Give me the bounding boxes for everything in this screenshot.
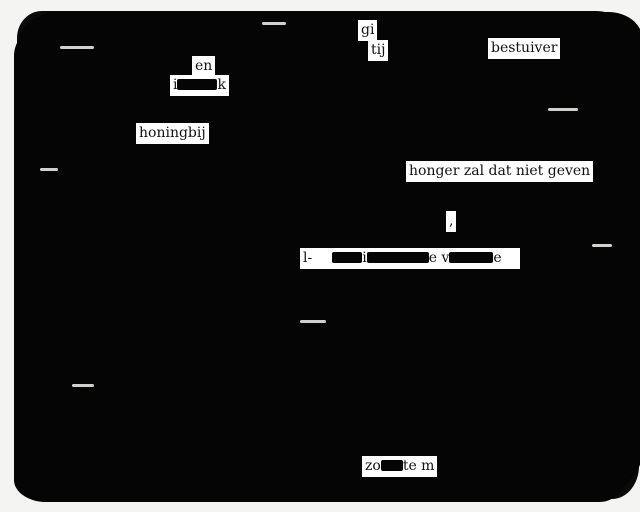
poem-punctuation: , <box>446 211 457 232</box>
redaction-mark <box>449 252 494 263</box>
poem-word: tij <box>368 40 389 61</box>
scratch-mark <box>592 244 612 247</box>
poem-word: bestuiver <box>488 38 561 59</box>
redaction-mark <box>366 252 429 263</box>
word-fragment: e v <box>428 250 450 266</box>
scratch-mark <box>72 384 94 387</box>
word-fragment: l- <box>303 250 313 266</box>
word-fragment: i <box>173 77 178 93</box>
word-fragment: zo <box>365 458 381 474</box>
poem-word-partly-redacted: zo te m <box>362 456 438 477</box>
scratch-mark <box>548 108 578 111</box>
redaction-mark <box>332 252 363 263</box>
scratch-mark <box>262 22 286 25</box>
poem-word: en <box>192 56 216 77</box>
poem-word: gi <box>358 20 378 41</box>
word-fragment: te m <box>402 458 435 474</box>
word-fragment: k <box>217 77 226 93</box>
word-fragment: i <box>362 250 367 266</box>
poem-word: honingbij <box>136 123 209 144</box>
scratch-mark <box>300 320 326 323</box>
word-fragment: e <box>493 250 502 266</box>
scratch-mark <box>60 46 94 49</box>
scratch-mark <box>40 168 58 171</box>
poem-line-partly-redacted: l-i e v e <box>300 248 520 269</box>
redaction-mark <box>380 460 403 471</box>
poem-phrase: honger zal dat niet geven <box>406 161 594 182</box>
redaction-mark <box>177 79 218 90</box>
